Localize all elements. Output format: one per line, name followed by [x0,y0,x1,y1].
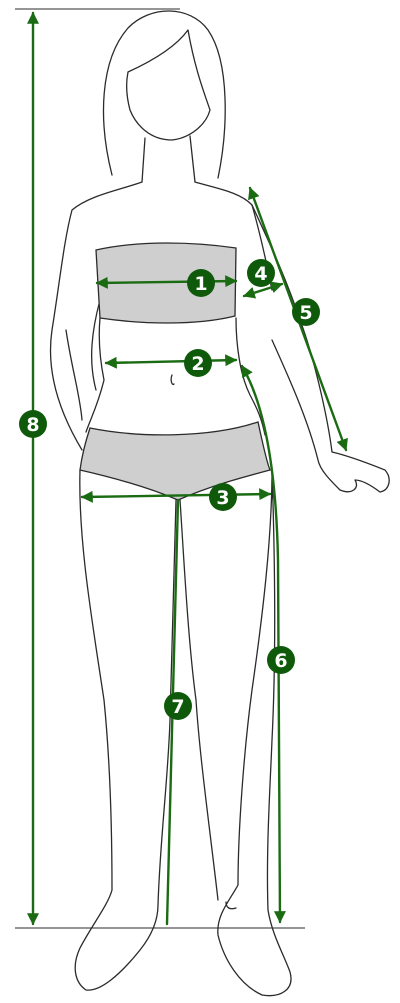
badge-arm-length-number: 5 [299,302,312,324]
navel-mark [171,375,174,384]
badge-hips-number: 3 [216,487,229,509]
left-inner-arm-outline [66,300,100,420]
badge-upper-arm-number: 4 [254,263,267,285]
badge-bust-number: 1 [194,273,207,295]
badge-arm-length: 5 [292,298,320,326]
waist-line [106,360,236,363]
badge-bust: 1 [187,269,215,297]
badge-outseam: 6 [267,646,295,674]
badge-height-number: 8 [26,414,39,436]
badge-inseam-number: 7 [171,696,184,718]
badge-inseam: 7 [164,692,192,720]
hips-line [82,494,270,497]
badge-outseam-number: 6 [274,650,287,672]
briefs [80,422,270,500]
badge-waist-number: 2 [191,353,204,375]
badge-hips: 3 [209,483,237,511]
badge-waist: 2 [184,349,212,377]
face-outline [127,30,210,140]
badge-upper-arm: 4 [247,259,275,287]
left-waist-outline [86,318,104,432]
neck-outline [142,136,195,182]
left-leg-outline [75,470,176,990]
badge-height: 8 [19,410,47,438]
hair-outline [104,11,226,178]
right-waist-outline [236,318,265,435]
